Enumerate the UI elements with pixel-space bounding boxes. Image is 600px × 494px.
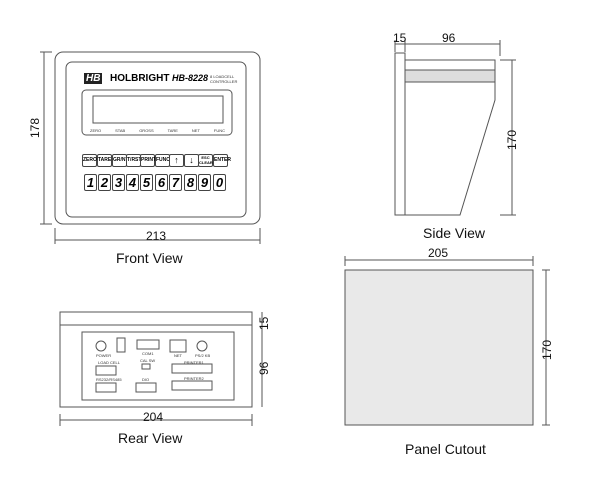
key-0: 0	[213, 174, 226, 191]
key-zero: ZERO	[82, 154, 97, 167]
cutout-width-dim: 205	[428, 246, 449, 260]
key-gr-nt: GR/NT	[112, 154, 129, 167]
side-depth-dim: 96	[442, 31, 456, 45]
port-printer2: PRINTER2	[184, 376, 204, 381]
key-3: 3	[112, 174, 125, 191]
indicator-net: NET	[191, 128, 200, 133]
rear-width-dim: 204	[143, 410, 164, 424]
indicator-zero: ZERO	[90, 128, 102, 133]
port-dio: DIO	[142, 377, 150, 382]
port-com1: COM1	[142, 351, 154, 356]
key-func: FUNC	[155, 154, 170, 167]
key-print: PRINT	[140, 154, 156, 167]
key-4: 4	[126, 174, 139, 191]
front-housing	[54, 51, 261, 225]
key-esc-clear: ESC CLEAR	[198, 154, 213, 167]
model-subtitle: 8 LOADCELL CONTROLLER	[210, 74, 238, 84]
key-6: 6	[155, 174, 168, 191]
indicator-row: ZERO STAB GROSS TARE NET FUNC	[90, 128, 225, 133]
cal-switch: CAL SW	[140, 358, 156, 363]
side-view-title: Side View	[423, 225, 486, 241]
key-7: 7	[169, 174, 182, 191]
key-9: 9	[198, 174, 211, 191]
cutout-height-dim: 170	[540, 339, 554, 360]
brand-name: HOLBRIGHT	[110, 73, 170, 84]
key-up: ↑	[169, 154, 184, 167]
port-ps2-kb: PS/2 KB	[195, 353, 211, 358]
indicator-func: FUNC	[213, 128, 225, 133]
key-t-rst: T/RST	[126, 154, 141, 167]
port-power: POWER	[96, 353, 112, 358]
port-net: NET	[174, 353, 182, 358]
key-down: ↓	[184, 154, 199, 167]
indicator-tare: TARE	[167, 128, 178, 133]
port-rs232-rs485: RS232/RS485	[96, 377, 122, 382]
front-height-dim: 178	[28, 117, 42, 138]
key-8: 8	[184, 174, 197, 191]
key-1: 1	[84, 174, 97, 191]
rear-top-dim: 15	[257, 316, 271, 330]
indicator-stab: STAB	[115, 128, 126, 133]
port-printer1: PRINTER1	[184, 360, 204, 365]
key-tare: TARE	[97, 154, 112, 167]
indicator-gross: GROSS	[139, 128, 154, 133]
panel-cutout-title: Panel Cutout	[405, 441, 486, 457]
key-5: 5	[140, 174, 153, 191]
rear-height-dim: 96	[257, 361, 271, 375]
model-name: HB-8228	[172, 73, 209, 83]
front-view-title: Front View	[116, 250, 183, 266]
side-front-depth-dim: 15	[393, 31, 407, 45]
logo: HB	[84, 73, 103, 84]
rear-view-title: Rear View	[118, 430, 183, 446]
side-height-dim: 170	[505, 129, 519, 150]
front-width-dim: 213	[146, 229, 167, 243]
port-load-cell: LOAD CELL	[98, 360, 121, 365]
key-enter: ENTER	[213, 154, 231, 167]
front-bezel	[65, 61, 247, 218]
key-2: 2	[98, 174, 111, 191]
